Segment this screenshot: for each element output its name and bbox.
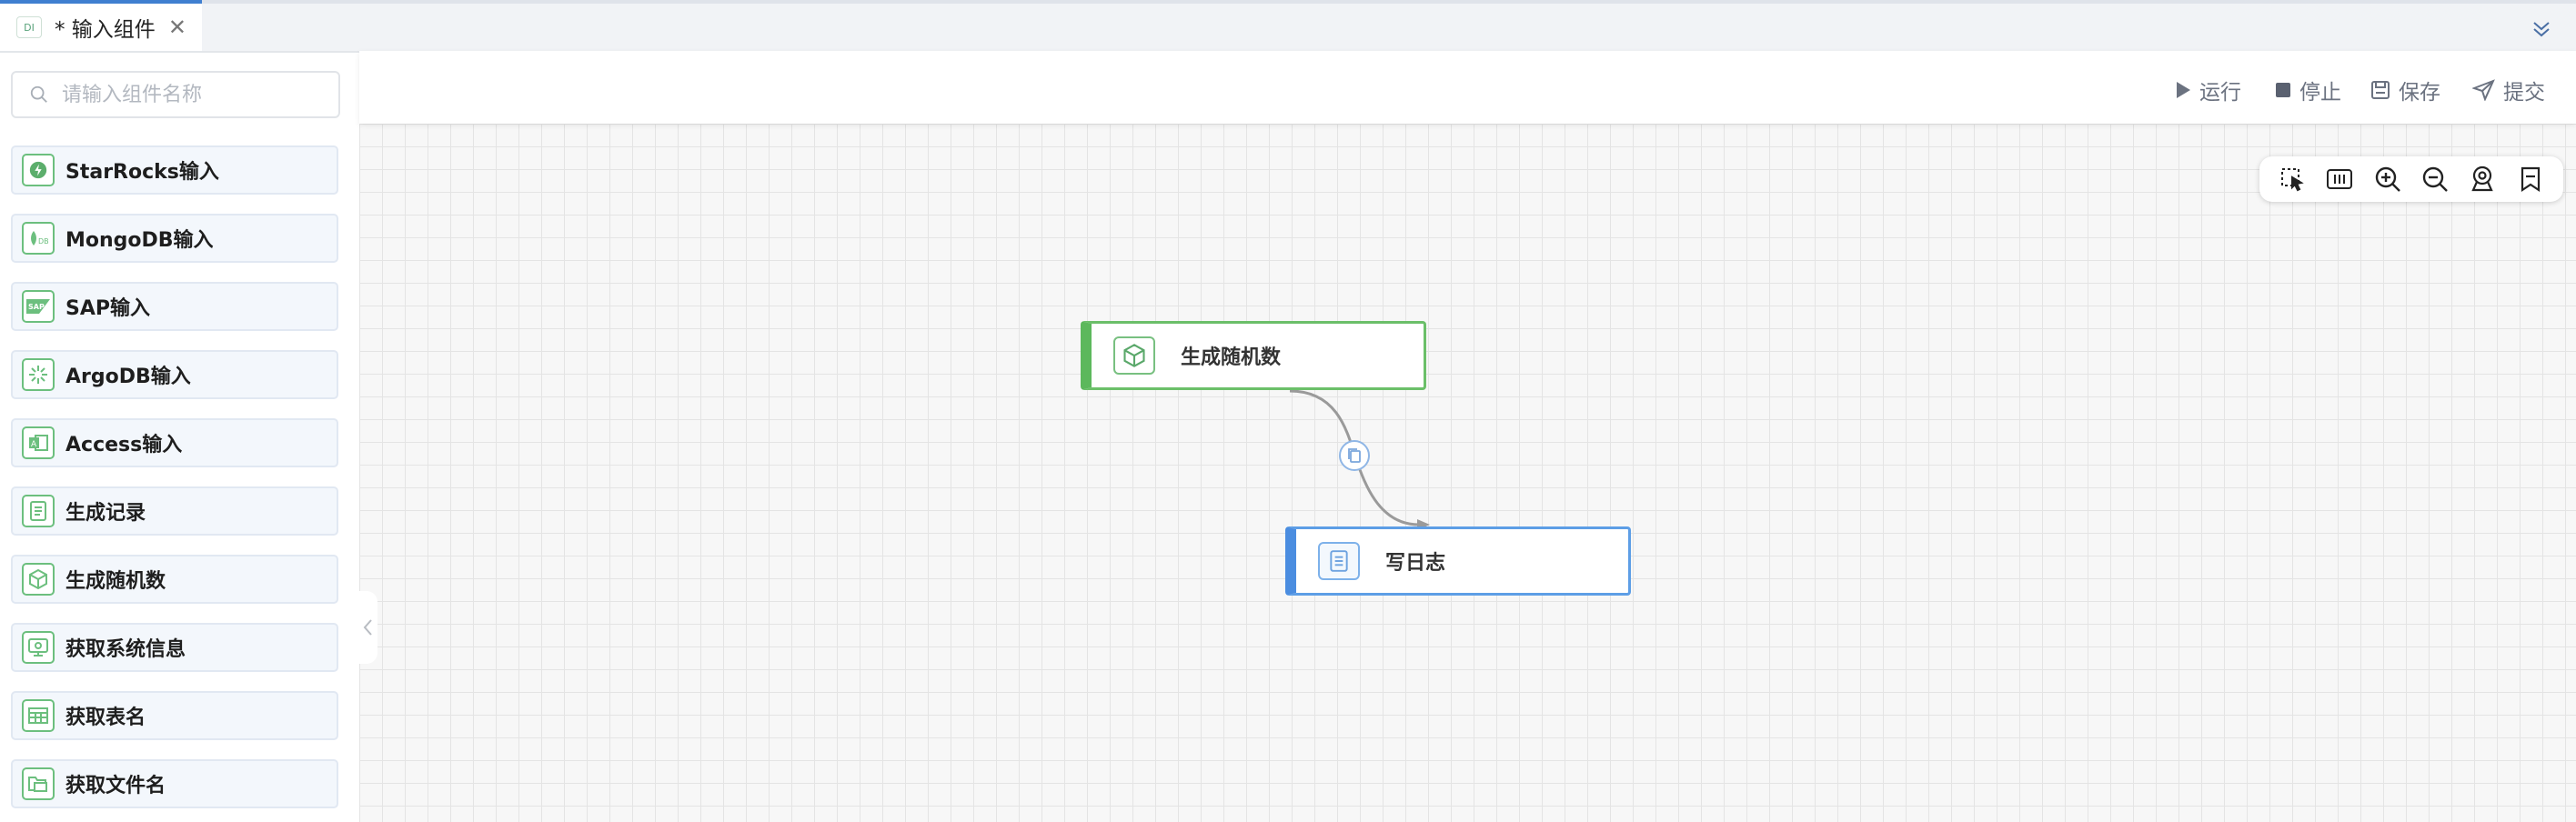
component-argodb-input[interactable]: ArgoDB输入 <box>11 350 338 399</box>
zoom-out-icon[interactable] <box>2420 164 2450 195</box>
submit-label: 提交 <box>2503 81 2545 105</box>
component-random-number[interactable]: 生成随机数 <box>11 555 338 604</box>
tab-title: * 输入组件 <box>55 18 156 42</box>
write-log-icon <box>1318 542 1360 580</box>
argodb-icon <box>22 358 55 391</box>
component-sap-input[interactable]: SAP SAP输入 <box>11 282 338 331</box>
node-write-log[interactable]: 写日志 <box>1285 526 1631 596</box>
component-file-name[interactable]: 获取文件名 <box>11 759 338 808</box>
search-icon <box>30 85 47 103</box>
stop-label: 停止 <box>2299 81 2341 105</box>
component-generate-records[interactable]: 生成记录 <box>11 486 338 536</box>
top-strip <box>0 0 2576 4</box>
svg-text:A: A <box>31 440 37 449</box>
component-access-input[interactable]: A Access输入 <box>11 418 338 467</box>
generate-records-icon <box>22 495 55 527</box>
system-info-icon <box>22 631 55 664</box>
component-label: MongoDB输入 <box>65 229 214 252</box>
starrocks-icon <box>22 154 55 186</box>
action-toolbar: 运行 停止 保存 提交 <box>359 51 2576 124</box>
copy-icon <box>1348 448 1361 463</box>
component-starrocks-input[interactable]: StarRocks输入 <box>11 145 338 195</box>
component-label: StarRocks输入 <box>65 161 219 184</box>
component-label: ArgoDB输入 <box>65 366 191 388</box>
tab-input-components[interactable]: DI * 输入组件 ✕ <box>0 4 202 51</box>
component-label: 获取文件名 <box>65 775 166 797</box>
send-icon <box>2472 79 2495 101</box>
stop-icon <box>2276 83 2290 97</box>
active-tab-indicator <box>0 0 202 4</box>
save-icon <box>2371 81 2390 99</box>
component-mongodb-input[interactable]: DB MongoDB输入 <box>11 214 338 263</box>
submit-button[interactable]: 提交 <box>2472 75 2545 105</box>
close-icon[interactable]: ✕ <box>167 15 186 40</box>
component-label: 生成随机数 <box>65 570 166 593</box>
random-number-icon <box>22 563 55 596</box>
fit-view-icon[interactable] <box>2324 164 2355 195</box>
edge-copy-handle[interactable] <box>1339 440 1370 471</box>
component-table-name[interactable]: 获取表名 <box>11 691 338 740</box>
component-sidebar: StarRocks输入 DB MongoDB输入 SAP SAP输入 ArgoD… <box>0 127 359 822</box>
box-select-icon[interactable] <box>2277 164 2308 195</box>
table-name-icon <box>22 699 55 732</box>
run-button[interactable]: 运行 <box>2174 75 2241 105</box>
di-badge-icon: DI <box>16 16 42 38</box>
node-label: 写日志 <box>1385 552 1446 575</box>
component-label: SAP输入 <box>65 297 150 320</box>
play-icon <box>2177 82 2190 98</box>
save-button[interactable]: 保存 <box>2370 75 2440 105</box>
sap-icon: SAP <box>22 290 55 323</box>
save-label: 保存 <box>2399 81 2440 105</box>
access-icon: A <box>22 426 55 459</box>
component-search[interactable] <box>11 71 340 118</box>
locate-icon[interactable] <box>2467 164 2498 195</box>
component-label: 获取表名 <box>65 707 146 729</box>
bookmark-icon[interactable] <box>2515 164 2546 195</box>
component-label: 获取系统信息 <box>65 638 186 661</box>
run-label: 运行 <box>2199 81 2241 105</box>
search-input[interactable] <box>60 82 327 107</box>
zoom-in-icon[interactable] <box>2372 164 2403 195</box>
component-label: 生成记录 <box>65 502 146 525</box>
random-number-icon <box>1113 336 1155 375</box>
component-system-info[interactable]: 获取系统信息 <box>11 623 338 672</box>
svg-text:DB: DB <box>38 237 49 246</box>
file-name-icon <box>22 767 55 800</box>
mongodb-icon: DB <box>22 222 55 255</box>
sidebar-collapse-handle[interactable] <box>359 591 377 664</box>
tab-bar: DI * 输入组件 ✕ <box>0 4 2576 53</box>
canvas-control-bar <box>2259 156 2563 202</box>
node-random-number[interactable]: 生成随机数 <box>1081 321 1426 390</box>
component-label: Access输入 <box>65 434 183 456</box>
chevron-left-icon <box>363 619 372 636</box>
double-chevron-down-icon[interactable] <box>2531 18 2552 40</box>
node-label: 生成随机数 <box>1181 346 1282 369</box>
stop-button[interactable]: 停止 <box>2274 75 2341 105</box>
svg-text:SAP: SAP <box>28 303 45 311</box>
flow-canvas[interactable] <box>359 124 2576 822</box>
